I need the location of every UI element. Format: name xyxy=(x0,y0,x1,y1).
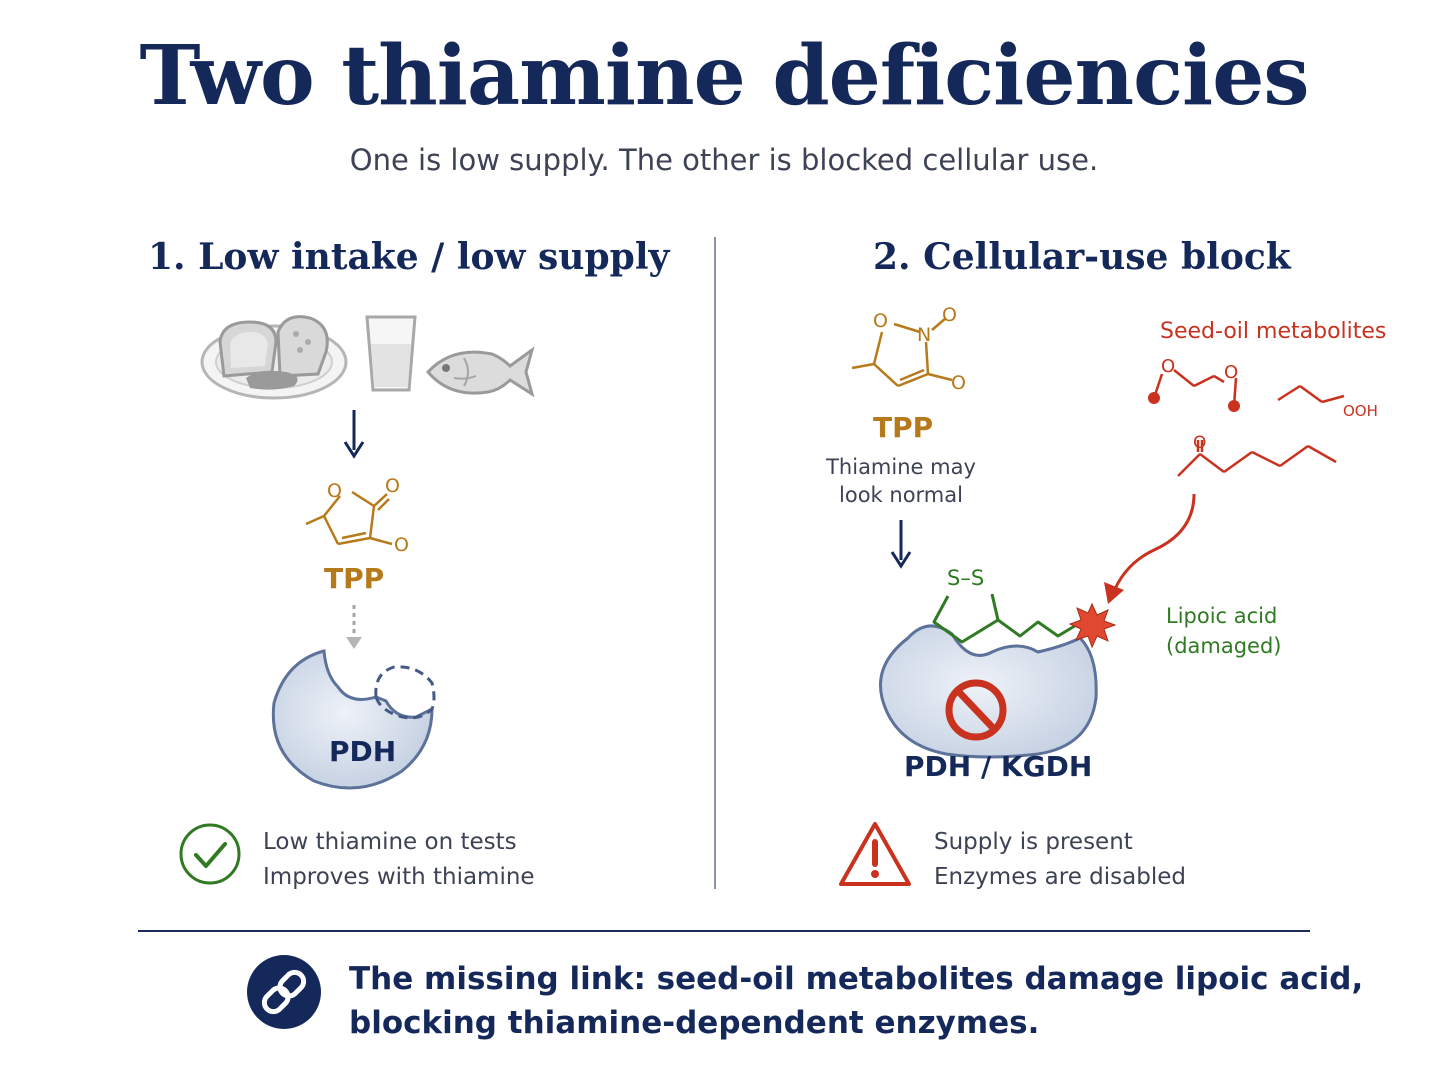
atom-label: O xyxy=(1161,356,1176,377)
dashed-arrow-icon xyxy=(346,605,362,649)
atom-label: O xyxy=(394,534,409,556)
lipoic-acid-label: (damaged) xyxy=(1166,634,1282,658)
tpp-molecule-icon xyxy=(305,490,393,546)
thiamine-note-line: look normal xyxy=(839,483,963,507)
page-title: Two thiamine deficiencies xyxy=(139,28,1309,124)
seed-oil-metabolites-label: Seed-oil metabolites xyxy=(1160,319,1387,344)
atom-label: O xyxy=(1193,433,1207,453)
atom-label: N xyxy=(917,324,932,346)
right-heading: 2. Cellular-use block xyxy=(873,236,1291,278)
atom-label: O xyxy=(1224,362,1239,383)
atom-label: O xyxy=(942,304,957,326)
atom-label: O xyxy=(873,310,888,332)
bottom-line: The missing link: seed-oil metabolites d… xyxy=(349,961,1364,997)
down-arrow-icon xyxy=(890,520,912,569)
lipoic-ring-label: S–S xyxy=(947,566,985,590)
atom-label: O xyxy=(951,372,966,394)
pdh-kgdh-label: PDH / KGDH xyxy=(904,750,1093,783)
pdh-kgdh-enzyme-icon xyxy=(879,593,1117,759)
lipoic-acid-label: Lipoic acid xyxy=(1166,604,1278,628)
fish-icon xyxy=(425,346,535,398)
bottom-divider xyxy=(138,930,1310,932)
milk-glass-icon xyxy=(365,315,417,392)
bottom-line: blocking thiamine-dependent enzymes. xyxy=(349,1005,1040,1041)
right-status-line: Supply is present xyxy=(934,829,1133,855)
left-heading: 1. Low intake / low supply xyxy=(148,236,670,278)
atom-label: O xyxy=(385,475,400,497)
tpp-label: TPP xyxy=(873,411,934,444)
down-arrow-icon xyxy=(343,410,365,459)
bread-plate-icon xyxy=(200,315,348,400)
metabolite-structures-icon xyxy=(1148,369,1345,477)
left-status-line: Low thiamine on tests xyxy=(263,829,517,855)
damage-arrow-icon xyxy=(1104,493,1196,604)
tpp-label: TPP xyxy=(324,562,385,595)
right-status-line: Enzymes are disabled xyxy=(934,864,1186,890)
check-circle-icon xyxy=(179,823,241,885)
warning-triangle-icon xyxy=(839,822,911,886)
tpp-molecule-icon xyxy=(851,317,953,388)
left-status-line: Improves with thiamine xyxy=(263,864,535,890)
pdh-label: PDH xyxy=(329,735,397,768)
chain-link-icon xyxy=(247,955,321,1029)
column-divider xyxy=(714,237,716,889)
thiamine-note-line: Thiamine may xyxy=(826,455,976,479)
pdh-enzyme-icon xyxy=(271,649,436,790)
atom-label: OOH xyxy=(1343,402,1378,420)
atom-label: O xyxy=(327,480,342,502)
page-subtitle: One is low supply. The other is blocked … xyxy=(349,143,1099,177)
